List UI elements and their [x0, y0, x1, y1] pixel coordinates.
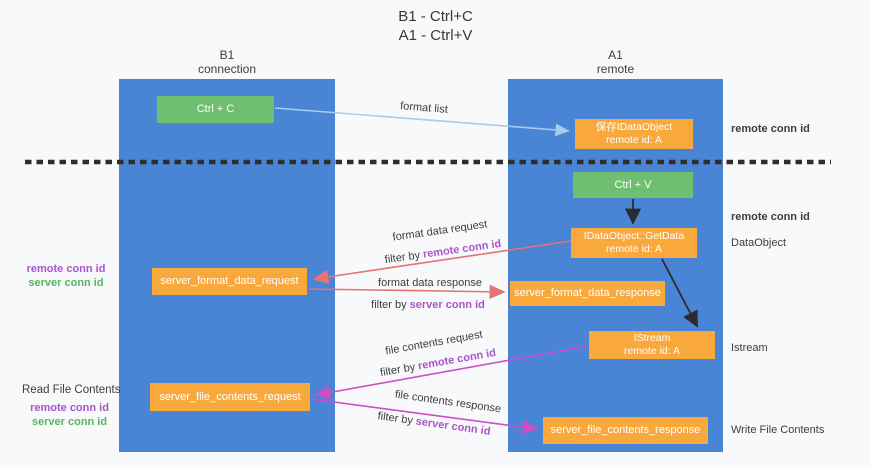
format-list-arrow: [274, 107, 570, 137]
filter-by-text: filter by: [371, 299, 407, 311]
node-ctrl-c: Ctrl + C: [157, 96, 274, 123]
getdata-line1: IDataObject::GetData: [583, 230, 685, 242]
getdata-to-istream-arrow: [661, 258, 698, 328]
node-server-file-contents-response: server_file_contents_response: [543, 417, 708, 444]
title-line-2: A1 - Ctrl+V: [398, 27, 473, 44]
save-idataobject-line1: 保存IDataObject: [595, 121, 673, 133]
remote-conn-id-annotation-left: remote conn id: [26, 263, 106, 275]
file-contents-request-arrow: [314, 345, 589, 400]
node-idataobject-getdata: IDataObject::GetData remote id: A: [571, 228, 697, 258]
node-server-format-data-request: server_format_data_request: [152, 268, 307, 295]
server-conn-id-annotation-left: server conn id: [28, 277, 104, 289]
save-idataobject-line2: remote id: A: [605, 134, 663, 146]
remote-conn-id-annotation-mid: remote conn id: [731, 211, 810, 223]
diagram-title: B1 - Ctrl+C A1 - Ctrl+V: [0, 7, 871, 45]
istream-line2: remote id: A: [623, 345, 681, 357]
read-file-contents-group: Read File Contents remote conn id server…: [22, 383, 121, 429]
lifeline-a1-role: remote: [596, 62, 635, 76]
istream-annotation: Istream: [731, 342, 768, 354]
getdata-line2: remote id: A: [605, 243, 663, 255]
server-file-contents-response-label: server_file_contents_response: [550, 424, 701, 436]
server-format-data-response-label: server_format_data_response: [514, 287, 661, 299]
dataobject-annotation: DataObject: [731, 237, 787, 249]
lifeline-header-b1: B1 connection: [119, 48, 335, 76]
lifeline-a1-name: A1: [608, 48, 623, 62]
server-file-contents-request-label: server_file_contents_request: [159, 390, 301, 403]
format-data-request-arrow: [312, 240, 572, 285]
remote-conn-id-annotation-top: remote conn id: [731, 123, 810, 135]
title-line-1: B1 - Ctrl+C: [398, 8, 473, 25]
format-data-response-label: format data response: [378, 277, 482, 289]
node-ctrl-v: Ctrl + V: [573, 172, 693, 198]
remote-conn-id-annotation-bottom-left: remote conn id: [30, 402, 109, 414]
node-istream: IStream remote id: A: [589, 331, 715, 359]
format-data-response-arrow: [308, 284, 506, 299]
ctrl-c-label: Ctrl + C: [196, 103, 235, 115]
file-contents-response-arrow: [310, 398, 539, 435]
node-server-format-data-response: server_format_data_response: [510, 281, 665, 306]
write-file-contents-annotation: Write File Contents: [731, 424, 825, 436]
ctrl-v-label: Ctrl + V: [614, 178, 652, 191]
read-file-contents-annotation: Read File Contents: [22, 384, 121, 396]
node-save-idataobject: 保存IDataObject remote id: A: [575, 119, 693, 149]
lifeline-b1-role: connection: [197, 62, 257, 76]
left-conn-id-annotation-group: remote conn id server conn id: [20, 262, 112, 290]
node-server-file-contents-request: server_file_contents_request: [150, 383, 310, 411]
istream-line1: IStream: [633, 332, 671, 344]
lifeline-header-a1: A1 remote: [508, 48, 723, 76]
lifeline-b1-name: B1: [219, 48, 235, 62]
server-conn-id-key: server conn id: [409, 299, 485, 311]
server-format-data-request-label: server_format_data_request: [160, 275, 299, 287]
server-conn-id-annotation-bottom-left: server conn id: [31, 416, 108, 428]
format-data-response-filter-label: filter by server conn id: [371, 299, 485, 311]
